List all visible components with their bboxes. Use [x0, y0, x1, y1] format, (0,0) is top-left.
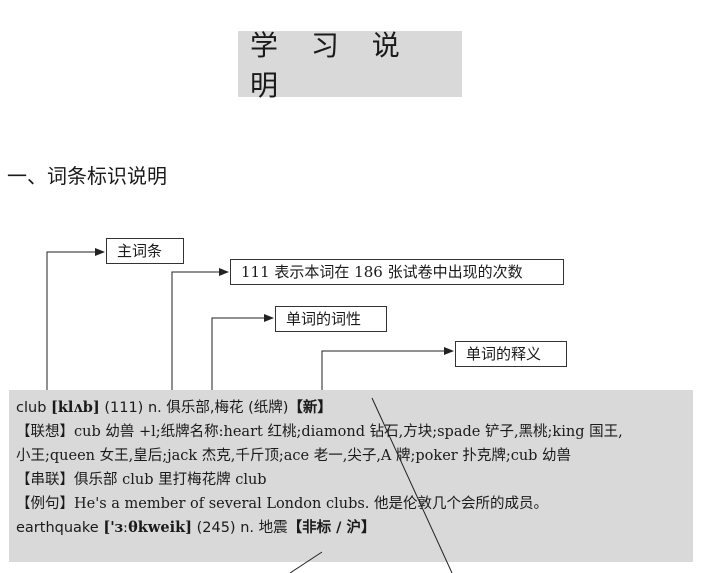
- phonetic: [klʌb]: [51, 399, 100, 416]
- headword-connector: [46, 248, 105, 398]
- source-tag: 【新】: [288, 400, 332, 416]
- occurrence-count: (111): [104, 400, 144, 416]
- entry-earthquake-line: earthquake ['ɜːθkweik] (245) n. 地震【非标 / …: [16, 516, 693, 540]
- tag-connector-diagonal: [371, 397, 453, 573]
- definition: n. 俱乐部,梅花 (纸牌): [147, 400, 289, 416]
- count-connector: [171, 268, 229, 398]
- occurrence-count: (245): [196, 520, 236, 536]
- section-heading: 一、词条标识说明: [7, 164, 167, 188]
- headword-callout: 主词条: [106, 238, 184, 264]
- count-callout: 111 表示本词在 186 张试卷中出现的次数: [230, 259, 564, 285]
- phonetic: ['ɜːθkweik]: [103, 519, 192, 536]
- page-title: 学 习 说 明: [238, 29, 462, 102]
- example-entry-panel: club [klʌb] (111) n. 俱乐部,梅花 (纸牌)【新】 【联想】…: [9, 390, 693, 562]
- entry-club-line: club [klʌb] (111) n. 俱乐部,梅花 (纸牌)【新】: [16, 396, 693, 420]
- definition-connector: [321, 347, 454, 398]
- pos-callout: 单词的词性: [275, 306, 387, 332]
- definition: n. 地震: [240, 520, 288, 536]
- example-sentence-line: 【例句】He's a member of several London club…: [16, 496, 549, 512]
- pos-connector: [211, 314, 274, 398]
- headword: club: [16, 400, 47, 416]
- tag-connector-bottom: [289, 551, 323, 573]
- connection-line: 【串联】俱乐部 club 里打梅花牌 club: [16, 472, 267, 488]
- definition-callout: 单词的释义: [455, 341, 567, 367]
- source-tag: 【非标 / 沪】: [287, 520, 376, 536]
- headword: earthquake: [16, 520, 99, 536]
- association-line: 【联想】cub 幼兽 +l;纸牌名称:heart 红桃;diamond 钻石,方…: [16, 424, 623, 440]
- association-continued-line: 小王;queen 女王,皇后;jack 杰克,千斤顶;ace 老一,尖子,A 牌…: [16, 448, 572, 464]
